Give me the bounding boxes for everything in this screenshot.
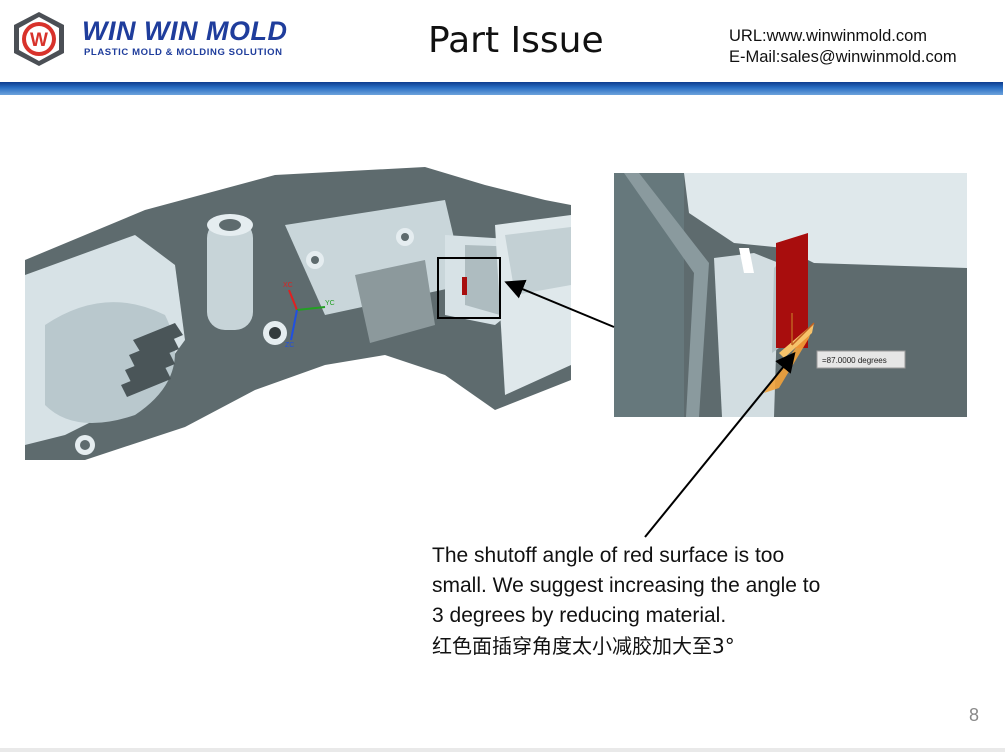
red-surface-marker <box>462 277 467 295</box>
contact-email: E-Mail:sales@winwinmold.com <box>729 48 957 66</box>
logo-letter: W <box>30 30 48 51</box>
axis-label-xc: XC <box>283 282 293 289</box>
part-detail-image: =87.0000 degrees <box>614 173 967 417</box>
slide-header: W WIN WIN MOLD PLASTIC MOLD & MOLDING SO… <box>0 0 1005 96</box>
note-chinese: 红色面插穿角度太小减胶加大至3° <box>432 634 735 658</box>
part-overview-image: XC YC ZC <box>25 165 571 460</box>
brand-tagline: PLASTIC MOLD & MOLDING SOLUTION <box>84 47 283 58</box>
note-line-2: small. We suggest increasing the angle t… <box>432 574 821 597</box>
win-win-mold-logo: W <box>14 12 64 66</box>
brand-name: WIN WIN MOLD <box>82 16 288 46</box>
page-title: Part Issue <box>428 20 604 61</box>
axis-label-zc: ZC <box>285 342 294 349</box>
slide-bottom-edge <box>0 748 1005 752</box>
page-number: 8 <box>968 705 979 725</box>
note-line-1: The shutoff angle of red surface is too <box>432 544 785 567</box>
contact-url: URL:www.winwinmold.com <box>729 27 928 45</box>
issue-highlight-box <box>437 257 501 319</box>
angle-measurement-label: =87.0000 degrees <box>822 356 887 365</box>
note-line-3: 3 degrees by reducing material. <box>432 604 727 627</box>
header-rule <box>0 82 1003 95</box>
axis-label-yc: YC <box>325 300 335 307</box>
red-shutoff-surface <box>776 233 808 348</box>
contact-info: URL:www.winwinmold.com E-Mail:sales@winw… <box>729 26 957 68</box>
issue-description: The shutoff angle of red surface is too … <box>432 541 932 661</box>
